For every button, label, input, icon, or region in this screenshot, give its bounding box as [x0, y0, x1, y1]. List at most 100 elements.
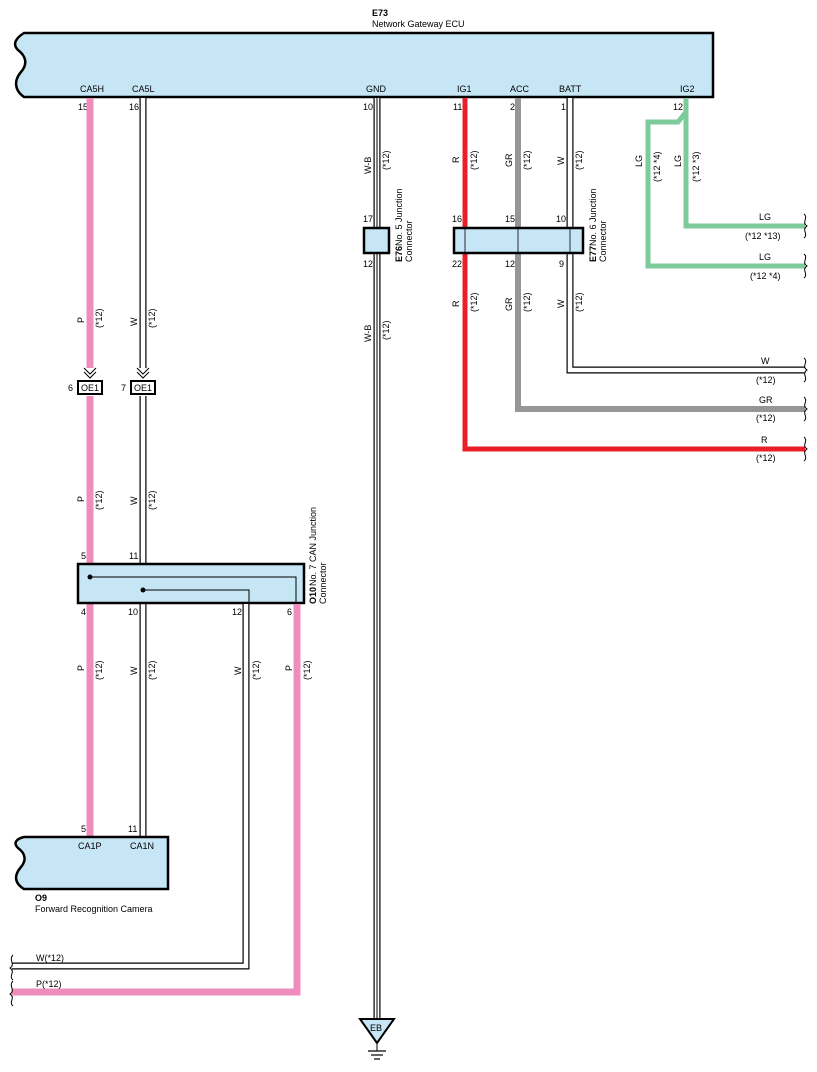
ecu-pin-gnd: GND: [366, 84, 387, 94]
ground-eb: EB: [358, 1018, 396, 1060]
right-note-12-13: (*12 *13): [745, 231, 781, 241]
e77-name-1: No. 6 Junction: [588, 188, 598, 246]
label-w-4: W: [233, 666, 243, 675]
e76-name-1: No. 5 Junction: [394, 188, 404, 246]
note-p-2: (*12): [94, 490, 104, 510]
ecu-e73: E73 Network Gateway ECU CA5H CA5L GND IG…: [13, 8, 715, 112]
label-p-4: P: [284, 665, 294, 671]
note-w-3: (*12): [147, 660, 157, 680]
o9-pin-num-5: 5: [81, 824, 86, 834]
label-w-1: W: [129, 317, 139, 326]
o10-pin-12: 12: [232, 607, 242, 617]
note-lg-2: (*12 *3): [691, 151, 701, 182]
ecu-pin-ig2: IG2: [680, 84, 695, 94]
ecu-name: Network Gateway ECU: [372, 19, 465, 29]
e77-code: E77: [588, 246, 598, 262]
label-w-6: W: [556, 299, 566, 308]
e76-pin-12: 12: [363, 259, 373, 269]
ecu-pin-ig1: IG1: [457, 84, 472, 94]
ecu-pin-num-16: 16: [129, 102, 139, 112]
o10-pin-6: 6: [287, 607, 292, 617]
right-wire-gr: GR: [759, 395, 773, 405]
note-wb-1: (*12): [381, 150, 391, 170]
label-wb-1: W-B: [363, 157, 373, 174]
right-wire-lg1: LG: [759, 212, 771, 222]
note-r-2: (*12): [469, 292, 479, 312]
label-w-5: W: [556, 156, 566, 165]
right-note-gr: (*12): [756, 413, 776, 423]
note-p-1: (*12): [94, 308, 104, 328]
wire-red-ig1: [462, 98, 805, 452]
oe1-pin-6: 6: [68, 383, 73, 393]
o10-pin-5: 5: [81, 551, 86, 561]
wire-gray-acc: [515, 98, 805, 412]
note-lg-1: (*12 *4): [652, 151, 662, 182]
ecu-pin-ca5l: CA5L: [132, 84, 155, 94]
note-p-4: (*12): [302, 660, 312, 680]
o10-pin-11: 11: [129, 551, 138, 561]
wire-white-batt: [566, 98, 805, 374]
oe1-label-left: OE1: [81, 383, 99, 393]
note-w-1: (*12): [147, 308, 157, 328]
o10-pin-10: 10: [128, 607, 138, 617]
connector-e77: 16 15 10 22 12 9 E77 No. 6 Junction Conn…: [452, 188, 608, 269]
right-note-12-4: (*12 *4): [750, 271, 781, 281]
note-w-2: (*12): [147, 490, 157, 510]
label-lg-2: LG: [673, 155, 683, 167]
label-p-3: P: [76, 665, 86, 671]
right-note-r: (*12): [756, 453, 776, 463]
o9-pin-ca1p: CA1P: [78, 841, 102, 851]
ecu-pin-acc: ACC: [510, 84, 530, 94]
ecu-pin-num-15: 15: [78, 102, 88, 112]
connector-e76: 17 12 E76 No. 5 Junction Connector: [362, 188, 414, 269]
e76-name-2: Connector: [404, 220, 414, 262]
o9-pin-ca1n: CA1N: [130, 841, 154, 851]
ecu-pin-batt: BATT: [559, 84, 582, 94]
e77-pin-12: 12: [505, 259, 515, 269]
right-wire-r: R: [761, 435, 768, 445]
ecu-pin-num-12: 12: [673, 102, 683, 112]
right-note-w: (*12): [756, 375, 776, 385]
note-gr-2: (*12): [522, 292, 532, 312]
connector-oe1: OE1 OE1 6 7: [68, 367, 156, 395]
e77-pin-15: 15: [505, 214, 515, 224]
o9-pin-num-11: 11: [128, 824, 137, 834]
right-wire-lg2: LG: [759, 252, 771, 262]
oe1-pin-7: 7: [121, 383, 126, 393]
label-gr-2: GR: [504, 297, 514, 311]
right-wire-ends: LG (*12 *13) LG (*12 *4) W (*12) GR (*12…: [745, 212, 808, 463]
wire-labels: P (*12) P (*12) P (*12) W (*12) W (*12) …: [76, 150, 701, 680]
label-gr-1: GR: [504, 153, 514, 167]
connector-o10: 5 11 4 10 12 6 O10 No. 7 CAN Junction Co…: [76, 507, 328, 617]
label-p-2: P: [76, 496, 86, 502]
label-lg-1: LG: [634, 155, 644, 167]
device-o9: 5 11 CA1P CA1N O9 Forward Recognition Ca…: [14, 824, 170, 914]
label-wb-2: W-B: [363, 325, 373, 342]
e77-pin-9: 9: [559, 259, 564, 269]
o9-code: O9: [35, 893, 47, 903]
note-r-1: (*12): [469, 150, 479, 170]
bottom-left-wire-ends: W(*12) P(*12): [9, 953, 64, 1007]
note-w-5: (*12): [574, 150, 584, 170]
ecu-pin-ca5h: CA5H: [80, 84, 104, 94]
o10-name-2: Connector: [318, 562, 328, 604]
note-wb-2: (*12): [381, 320, 391, 340]
label-w-3: W: [129, 666, 139, 675]
bottom-wire-w-label: W(*12): [36, 953, 64, 963]
ecu-pin-num-1: 1: [561, 102, 566, 112]
e77-name-2: Connector: [598, 220, 608, 262]
note-p-3: (*12): [94, 660, 104, 680]
label-r-1: R: [451, 156, 461, 163]
label-r-2: R: [451, 300, 461, 307]
wire-green-ig2: [645, 98, 805, 269]
wire-white-o10-out: [12, 604, 250, 970]
o10-code: O10: [308, 587, 318, 604]
e76-pin-17: 17: [363, 214, 373, 224]
ecu-code: E73: [372, 8, 388, 18]
right-wire-w: W: [761, 356, 770, 366]
note-w-6: (*12): [574, 292, 584, 312]
wire-pink-o10-out: [12, 604, 301, 996]
bottom-wire-p-label: P(*12): [36, 979, 62, 989]
label-p-1: P: [76, 317, 86, 323]
e77-pin-10: 10: [556, 214, 566, 224]
